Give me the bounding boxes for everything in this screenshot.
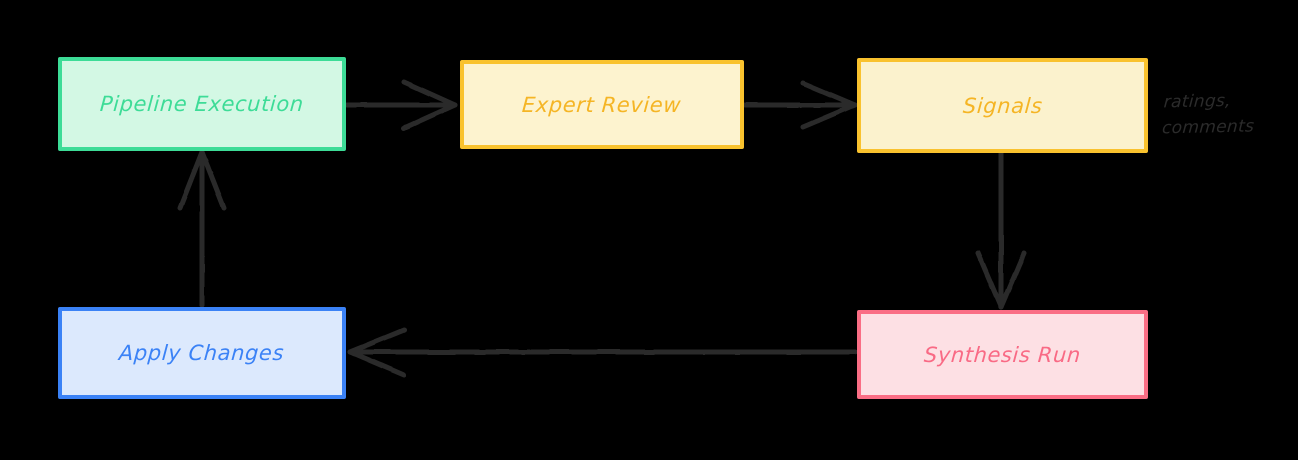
node-label-apply-changes: Apply Changes <box>118 341 286 365</box>
node-label-synthesis-run: Synthesis Run <box>923 342 1082 367</box>
edge-pipeline-to-review <box>344 79 458 131</box>
node-expert-review[interactable]: Expert Review <box>460 60 744 149</box>
edge-signals-to-synthesis <box>975 150 1027 310</box>
node-synthesis-run[interactable]: Synthesis Run <box>857 310 1148 399</box>
node-apply-changes[interactable]: Apply Changes <box>58 307 346 399</box>
node-label-signals: Signals <box>961 93 1044 118</box>
node-label-expert-review: Expert Review <box>521 92 683 117</box>
edge-review-to-signals <box>742 80 858 130</box>
edge-apply-to-pipeline <box>177 149 227 308</box>
edge-synthesis-to-apply <box>347 327 858 378</box>
node-label-pipeline-execution: Pipeline Execution <box>99 92 305 116</box>
edge-label-signals-annotation: ratings, comments <box>1161 87 1295 142</box>
edge-label-line-1: ratings, <box>1163 90 1232 113</box>
node-pipeline-execution[interactable]: Pipeline Execution <box>58 57 346 151</box>
edge-label-line-2: comments <box>1161 116 1255 139</box>
node-signals[interactable]: Signals <box>857 58 1148 153</box>
